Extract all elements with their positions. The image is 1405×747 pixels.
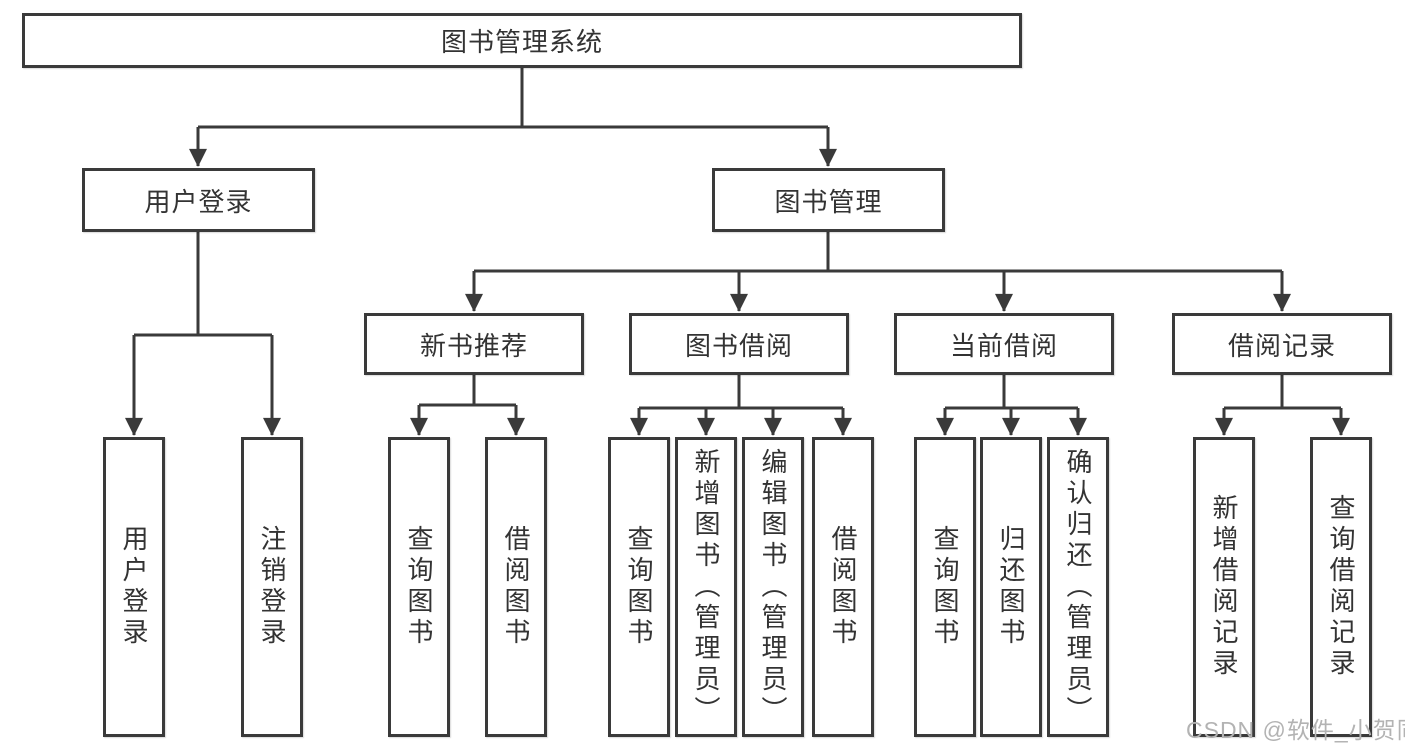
leaf-label: 确认归还（管理员） [1063,447,1093,727]
leaf-query-books-borrow: 查询图书 [608,437,670,737]
leaf-query-books-current: 查询图书 [914,437,976,737]
node-current-borrow-label: 当前借阅 [949,330,1058,361]
node-new-book-recommend-label: 新书推荐 [419,330,528,361]
leaf-label: 归还图书 [996,525,1026,649]
node-book-borrow: 图书借阅 [629,313,849,375]
leaf-label: 编辑图书（管理员） [758,447,788,727]
leaf-label: 用户登录 [119,525,149,649]
leaf-add-books-admin: 新增图书（管理员） [675,437,737,737]
root-node-library-management-system: 图书管理系统 [22,13,1022,68]
node-user-login: 用户登录 [82,168,315,232]
leaf-label: 查询图书 [624,525,654,649]
leaf-user-login: 用户登录 [103,437,165,737]
node-user-login-label: 用户登录 [144,186,253,217]
leaf-query-books-recommend: 查询图书 [388,437,450,737]
root-node-label: 图书管理系统 [440,27,603,57]
leaf-label: 新增图书（管理员） [691,447,721,727]
node-book-management: 图书管理 [712,168,945,232]
connector-user-login-group [125,232,281,436]
node-borrow-records-label: 借阅记录 [1227,330,1336,361]
leaf-return-books: 归还图书 [980,437,1042,737]
leaf-label: 借阅图书 [828,525,858,649]
leaf-add-borrow-record: 新增借阅记录 [1193,437,1255,737]
connector-book-management-to-level3 [465,232,1291,312]
leaf-edit-books-admin: 编辑图书（管理员） [742,437,804,737]
leaf-label: 查询图书 [404,525,434,649]
leaf-borrow-books-recommend: 借阅图书 [485,437,547,737]
node-borrow-records: 借阅记录 [1172,313,1392,375]
leaf-label: 注销登录 [257,525,287,649]
connector-book-borrow-group [630,375,852,436]
node-book-borrow-label: 图书借阅 [684,330,793,361]
leaf-label: 借阅图书 [501,525,531,649]
node-book-management-label: 图书管理 [774,186,883,217]
node-new-book-recommend: 新书推荐 [364,313,584,375]
leaf-confirm-return-admin: 确认归还（管理员） [1047,437,1109,737]
leaf-borrow-books: 借阅图书 [812,437,874,737]
leaf-label: 查询图书 [930,525,960,649]
leaf-logout: 注销登录 [241,437,303,737]
leaf-label: 新增借阅记录 [1209,494,1239,680]
leaf-query-borrow-record: 查询借阅记录 [1310,437,1372,737]
connector-borrow-records-group [1215,375,1350,436]
leaf-label: 查询借阅记录 [1326,494,1356,680]
connector-root-to-level2 [189,68,837,167]
connector-current-borrow-group [936,375,1087,436]
watermark: CSDN @软件_小贺同学 [1186,717,1405,743]
node-current-borrow: 当前借阅 [894,313,1114,375]
connector-new-book-recommend-group [410,375,525,436]
